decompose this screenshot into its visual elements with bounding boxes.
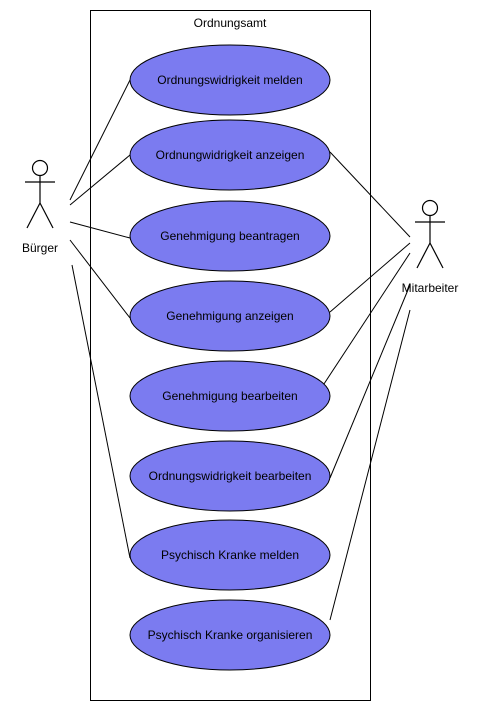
stick-figure-icon xyxy=(415,199,445,269)
use-case-shape xyxy=(129,200,331,272)
use-case-genehmigung-bearbeiten[interactable]: Genehmigung bearbeiten xyxy=(129,360,331,432)
use-case-shape xyxy=(129,44,331,116)
actor-buerger[interactable]: Bürger xyxy=(22,159,58,256)
use-case-label: Genehmigung anzeigen xyxy=(166,309,293,323)
use-case-psychisch-kranke-melden[interactable]: Psychisch Kranke melden xyxy=(129,519,331,591)
system-boundary: Ordnungsamt xyxy=(90,10,371,701)
actor-left-leg xyxy=(416,242,431,269)
use-case-shape xyxy=(129,280,331,352)
association-mitarbeiter-uc5 xyxy=(319,252,411,391)
actor-head xyxy=(421,199,439,217)
system-boundary-box xyxy=(90,10,371,701)
use-case-shape xyxy=(129,119,331,191)
use-case-label: Psychisch Kranke organisieren xyxy=(148,628,313,642)
use-case-ordnungswidrigkeit-bearbeiten[interactable]: Ordnungswidrigkeit bearbeiten xyxy=(129,440,331,512)
use-case-ordnungswidrigkeit-melden[interactable]: Ordnungswidrigkeit melden xyxy=(129,44,331,116)
use-case-label: Genehmigung bearbeiten xyxy=(162,389,297,403)
use-case-label: Genehmigung beantragen xyxy=(160,229,299,243)
use-case-shape xyxy=(129,440,331,512)
use-case-label: Ordnungwidrigkeit anzeigen xyxy=(156,148,305,162)
system-title: Ordnungsamt xyxy=(194,16,267,30)
use-case-psychisch-kranke-organisieren[interactable]: Psychisch Kranke organisieren xyxy=(129,599,331,671)
use-case-label: Ordnungswidrigkeit melden xyxy=(157,73,302,87)
association-buerger-uc2 xyxy=(69,154,131,206)
actor-label: Mitarbeiter xyxy=(402,281,459,295)
use-case-shape xyxy=(129,599,331,671)
actor-label: Bürger xyxy=(22,241,58,255)
association-buerger-uc3 xyxy=(69,221,131,239)
association-buerger-uc1 xyxy=(69,79,131,201)
actor-mitarbeiter[interactable]: Mitarbeiter xyxy=(402,199,459,296)
stick-figure-icon xyxy=(25,159,55,229)
use-case-shape xyxy=(129,360,331,432)
use-case-genehmigung-beantragen[interactable]: Genehmigung beantragen xyxy=(129,200,331,272)
actor-left-leg xyxy=(26,202,41,229)
actor-head xyxy=(31,159,49,177)
association-buerger-uc7 xyxy=(71,264,131,559)
use-case-shape xyxy=(129,519,331,591)
use-case-label: Ordnungswidrigkeit bearbeiten xyxy=(149,469,312,483)
use-cases: Ordnungswidrigkeit melden Ordnungwidrigk… xyxy=(129,44,331,671)
use-case-ordnungwidrigkeit-anzeigen[interactable]: Ordnungwidrigkeit anzeigen xyxy=(129,119,331,191)
association-buerger-uc4 xyxy=(69,239,131,319)
use-case-genehmigung-anzeigen[interactable]: Genehmigung anzeigen xyxy=(129,280,331,352)
use-case-label: Psychisch Kranke melden xyxy=(161,548,299,562)
actor-right-leg xyxy=(429,242,444,269)
actor-right-leg xyxy=(39,202,54,229)
